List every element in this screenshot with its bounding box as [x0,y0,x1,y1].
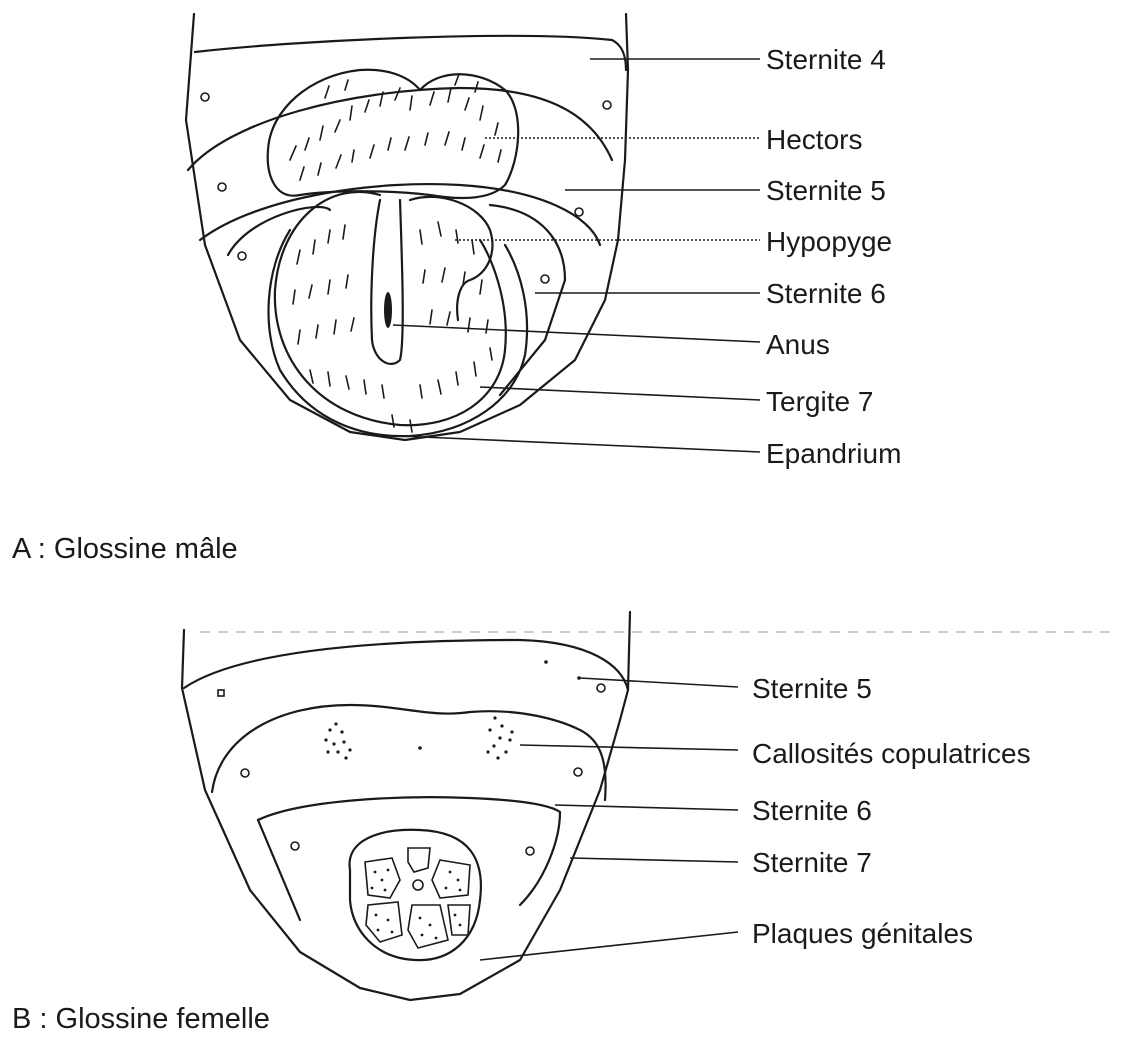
label-sternite-4: Sternite 4 [766,44,886,75]
female-abdomen-drawing [182,612,1118,1000]
callosites-copulatrices [324,716,513,759]
anus-mark [384,292,392,328]
hectors-bristles [290,74,501,180]
tergite-7-outline [228,207,330,255]
label-hectors: Hectors [766,124,862,155]
male-abdomen-drawing [186,14,760,452]
label-sternite-5-female: Sternite 5 [752,673,872,704]
male-spiracles [201,93,611,283]
anal-groove [371,200,402,364]
female-leader-lines [480,678,738,960]
sternite-7-outline [258,797,560,905]
label-sternite-6-male: Sternite 6 [766,278,886,309]
label-epandrium: Epandrium [766,438,901,469]
sternite-4-outline [195,36,626,70]
label-anus: Anus [766,329,830,360]
label-sternite-7: Sternite 7 [752,847,872,878]
male-outer-body-outline [186,14,628,440]
sternite-5-female-outline [184,640,628,690]
label-callosites-copulatrices: Callosités copulatrices [752,738,1031,769]
caption-female: B : Glossine femelle [12,1003,270,1035]
label-hypopyge: Hypopyge [766,226,892,257]
hypopyge-right-lobe [410,197,492,320]
sternite-7-left-outline [258,820,300,920]
label-sternite-5-male: Sternite 5 [766,175,886,206]
hypopyge-bristles [293,222,492,432]
male-leader-lines [393,59,760,452]
genital-plates [365,848,470,948]
label-tergite-7: Tergite 7 [766,386,873,417]
female-small-marks [418,660,581,750]
caption-male: A : Glossine mâle [12,533,238,565]
sternite-5-outline [188,88,612,170]
label-sternite-6-female: Sternite 6 [752,795,872,826]
label-plaques-genitales: Plaques génitales [752,918,973,949]
sternite-6-female-outline [212,705,606,800]
